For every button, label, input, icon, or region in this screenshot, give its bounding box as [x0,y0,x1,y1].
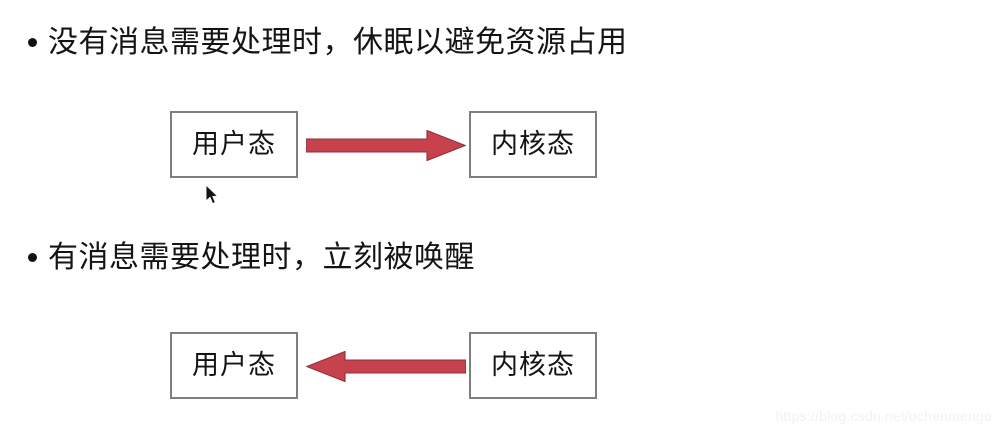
state-box-label: 用户态 [192,350,276,380]
arrow-right-icon [306,130,466,161]
state-box-user-mode-top: 用户态 [170,111,298,178]
mouse-pointer-icon [205,183,220,205]
bullet-item-2: 有消息需要处理时，立刻被唤醒 [28,241,475,274]
state-box-label: 用户态 [192,129,276,159]
bullet-item-1: 没有消息需要处理时，休眠以避免资源占用 [28,26,628,59]
state-box-label: 内核态 [491,350,575,380]
state-box-user-mode-bottom: 用户态 [170,332,298,399]
bullet-marker-icon [28,253,37,262]
diagram-user-to-kernel: 用户态 内核态 [170,111,600,179]
arrow-left-icon [306,351,466,382]
diagram-kernel-to-user: 用户态 内核态 [170,332,600,400]
state-box-kernel-mode-bottom: 内核态 [469,332,597,399]
watermark-text: https://blog.csdn.net/ochenmengo [775,408,992,424]
bullet-text-1: 没有消息需要处理时，休眠以避免资源占用 [48,26,628,59]
state-box-kernel-mode-top: 内核态 [469,111,597,178]
state-box-label: 内核态 [491,129,575,159]
bullet-text-2: 有消息需要处理时，立刻被唤醒 [48,241,475,274]
bullet-marker-icon [28,38,37,47]
